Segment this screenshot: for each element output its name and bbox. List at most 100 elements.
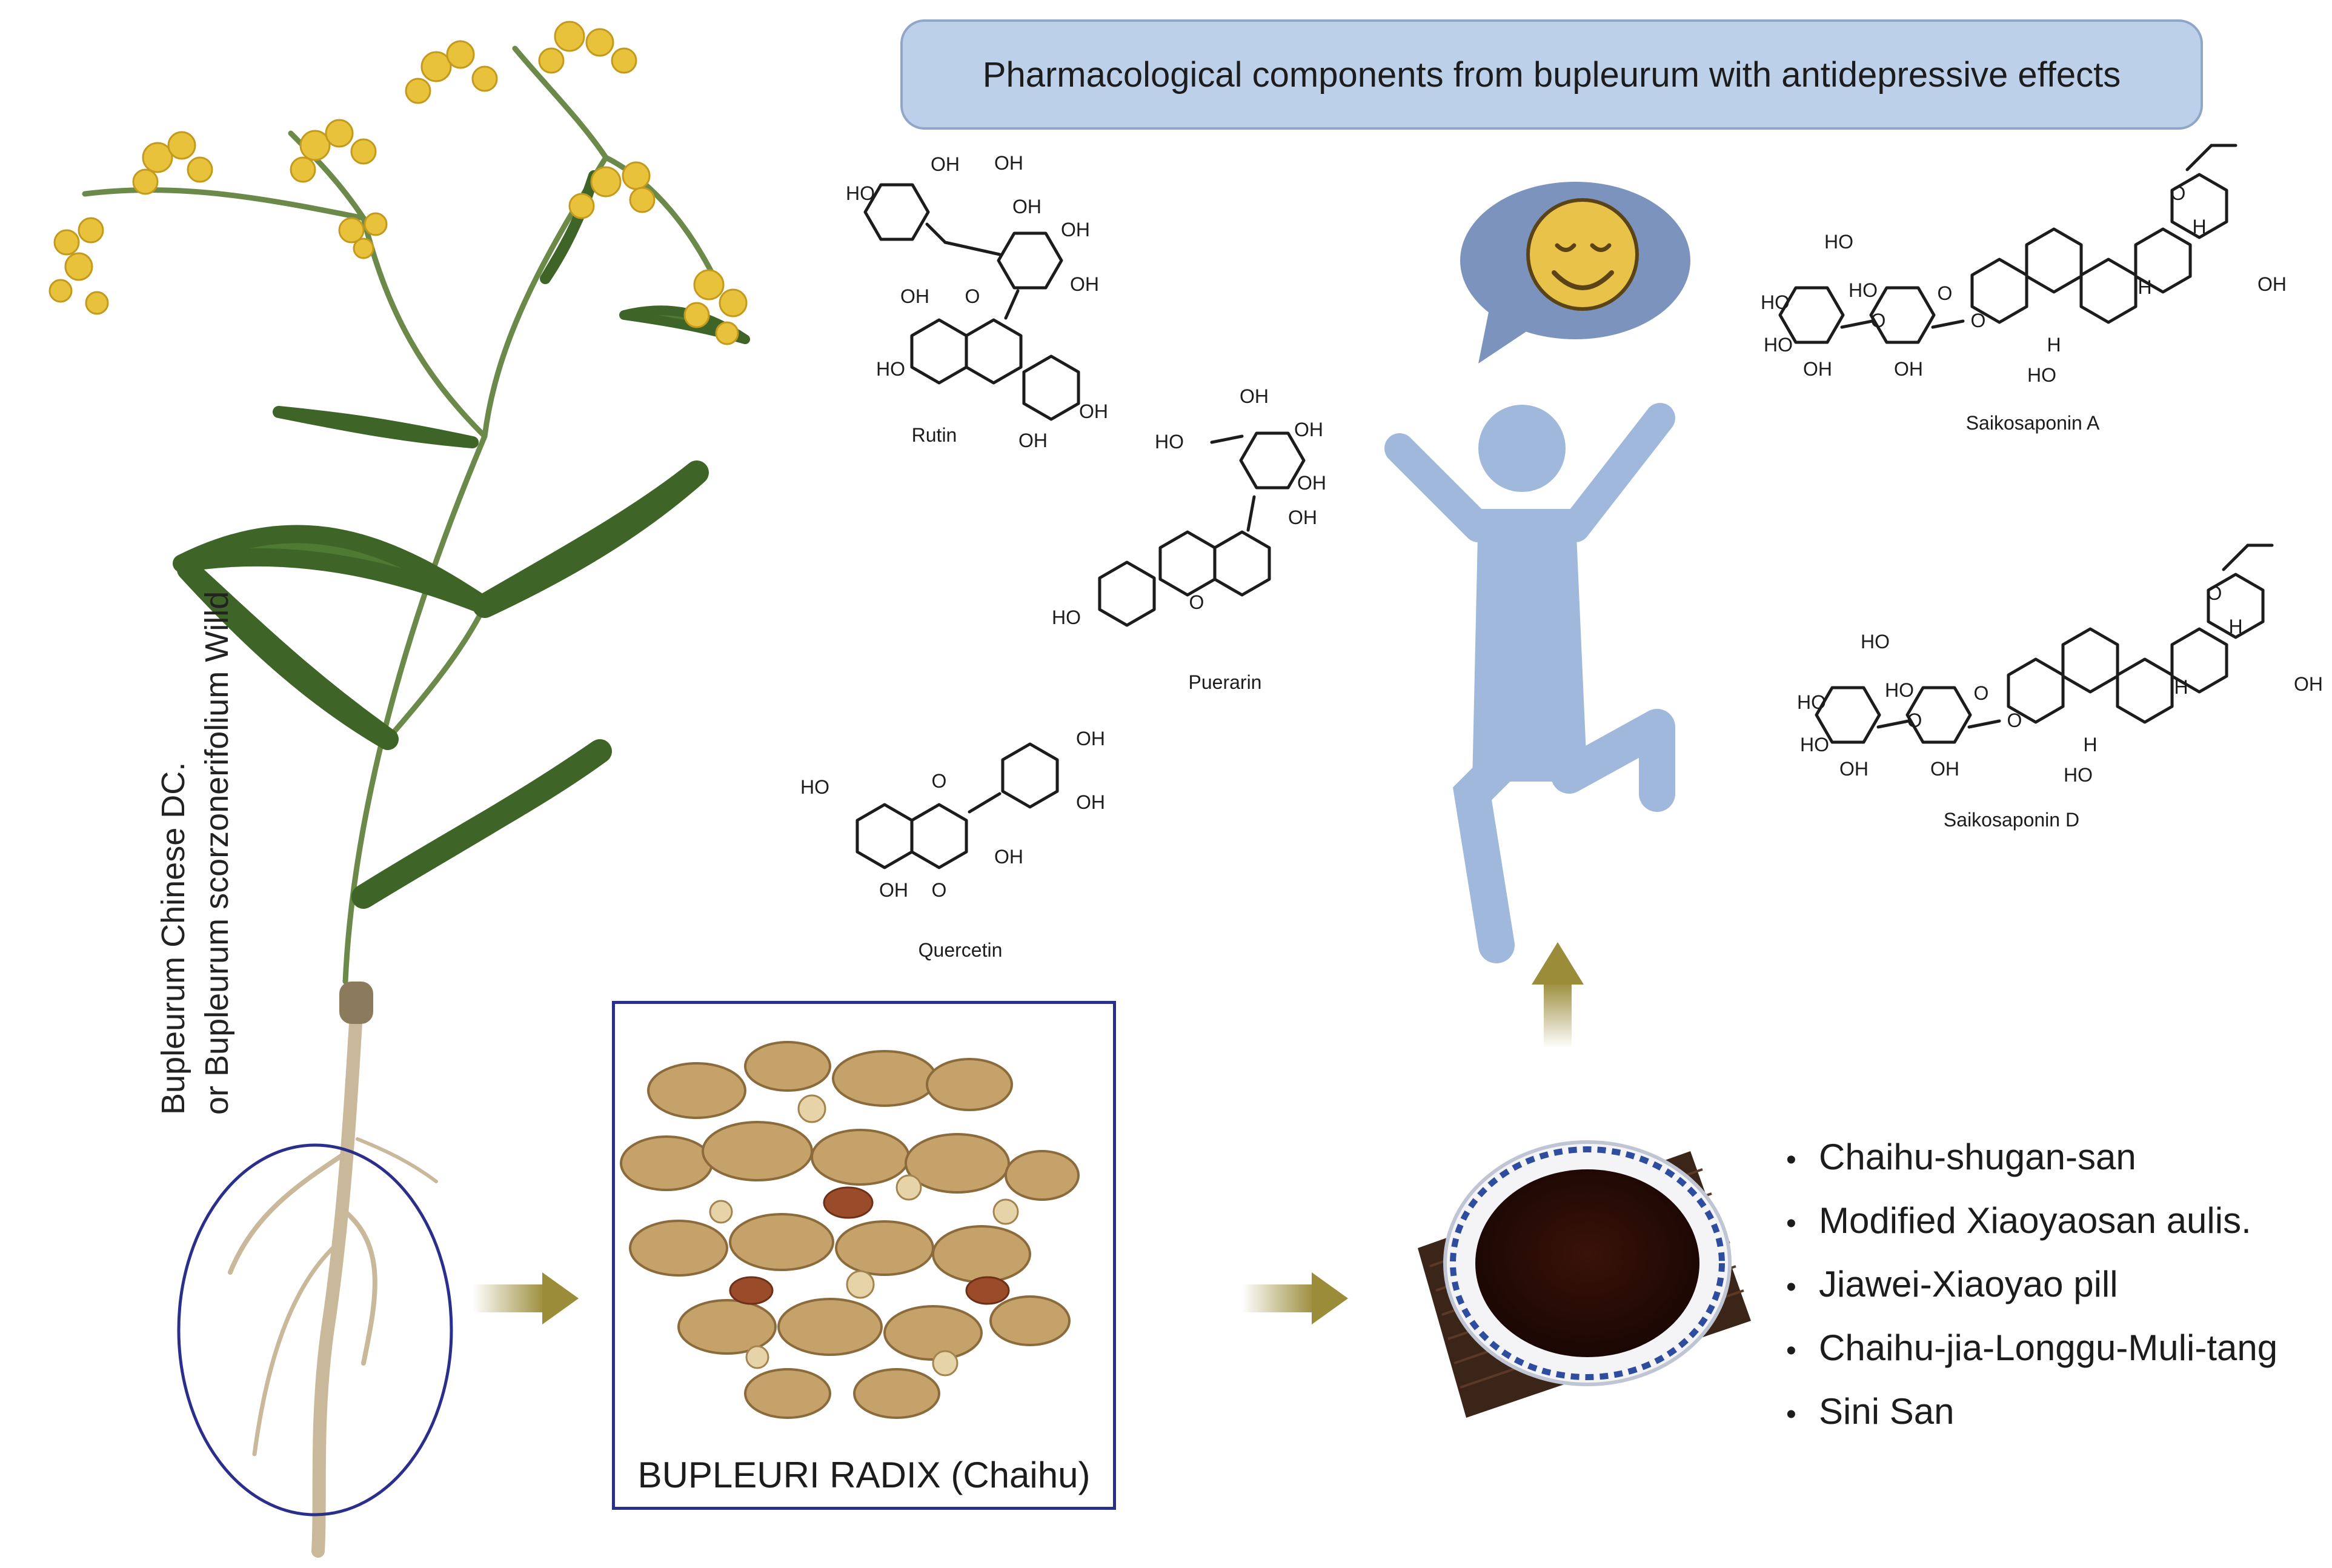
speech-bubble xyxy=(1460,182,1690,364)
bond xyxy=(943,241,1002,256)
branch-stem-mid xyxy=(288,130,367,221)
group-label: HO xyxy=(1764,334,1793,356)
group-label: OH xyxy=(2294,673,2323,695)
group-label: HO xyxy=(1797,691,1826,713)
root-highlight-ellipse xyxy=(177,1143,453,1517)
formula-item: •Chaihu-shugan-san xyxy=(1786,1127,2277,1191)
rootlet-3 xyxy=(252,1240,342,1457)
leaf-4 xyxy=(351,739,612,909)
group-label: HO xyxy=(1052,606,1081,628)
saikosaponin-d-steroid-ring-4 xyxy=(2170,627,2228,694)
group-label: OH xyxy=(1297,472,1326,494)
happy-person xyxy=(1384,403,1675,963)
compound-label-quercetin: Quercetin xyxy=(918,939,1003,961)
formula-name: Chaihu-shugan-san xyxy=(1819,1137,2136,1177)
saikosaponin-d-sugar-2 xyxy=(1905,686,1972,744)
quercetin-ring-b xyxy=(910,803,968,869)
chemical-structures xyxy=(855,144,2274,869)
radix-label: BUPLEURI RADIX (Chaihu) xyxy=(637,1455,1091,1495)
group-label: HO xyxy=(2027,364,2056,386)
person-right-arm xyxy=(1560,403,1675,542)
group-label: OH xyxy=(1240,385,1269,407)
leaf-3 xyxy=(177,559,399,750)
group-label: O xyxy=(1938,282,1953,304)
group-label: H xyxy=(2138,276,2151,298)
formula-name: Modified Xiaoyaosan aulis. xyxy=(1819,1200,2251,1241)
bond xyxy=(2222,543,2250,571)
puerarin-ring-a xyxy=(1158,530,1217,597)
branch-stem-right xyxy=(603,154,718,282)
puerarin-ring-c xyxy=(1098,560,1156,627)
group-label: OH xyxy=(1894,358,1923,380)
group-label: OH xyxy=(879,879,908,901)
person-left-leg xyxy=(1452,751,1515,963)
group-label: HO xyxy=(1861,631,1890,653)
formula-name: Jiawei-Xiaoyao pill xyxy=(1819,1264,2118,1304)
group-label: OH xyxy=(1839,758,1869,780)
bond xyxy=(1246,495,1256,532)
title-text: Pharmacological components from bupleuru… xyxy=(982,55,2121,95)
bond xyxy=(1840,319,1874,329)
group-label: OH xyxy=(2257,273,2287,295)
bond xyxy=(925,222,947,244)
saikosaponin-d-steroid-ring-5 xyxy=(2207,573,2265,639)
group-label: O xyxy=(2007,709,2022,731)
group-label: HO xyxy=(2064,764,2093,786)
group-label: O xyxy=(932,879,947,901)
flower-cluster-3 xyxy=(290,119,377,183)
branch-stem-far-left xyxy=(82,187,367,221)
leaf-7 xyxy=(619,305,750,344)
group-label: H xyxy=(2174,676,2188,698)
smiley-icon xyxy=(1526,198,1639,311)
group-label: OH xyxy=(1930,758,1959,780)
flower-cluster-8 xyxy=(338,212,388,259)
quercetin-ring-c xyxy=(1001,742,1059,809)
group-label: HO xyxy=(846,182,875,204)
quercetin-ring-a xyxy=(855,803,914,869)
group-label: H xyxy=(2083,734,2097,756)
group-label: HO xyxy=(800,776,829,798)
group-label: O xyxy=(1974,682,1989,704)
group-label: O xyxy=(1907,709,1922,731)
group-label: O xyxy=(932,770,947,792)
formula-item: •Chaihu-jia-Longgu-Muli-tang xyxy=(1786,1318,2277,1381)
flower-cluster-6 xyxy=(568,161,656,219)
bullet-icon: • xyxy=(1786,1208,1796,1240)
tea-liquid xyxy=(1475,1169,1699,1357)
group-label: HO xyxy=(1761,291,1790,313)
person-torso xyxy=(1472,509,1587,782)
leaf-1 xyxy=(473,460,709,618)
bond xyxy=(1004,289,1020,320)
compound-label-puerarin: Puerarin xyxy=(1188,671,1262,693)
group-label: O xyxy=(2207,582,2222,604)
saikosaponin-a-steroid-ring-3 xyxy=(2079,257,2138,324)
person-right-leg xyxy=(1551,709,1675,812)
bupleurum-plant xyxy=(48,21,750,1558)
leaf-5 xyxy=(273,406,479,448)
group-label: OH xyxy=(931,153,960,175)
root-crown xyxy=(339,982,373,1024)
branch-stem-left xyxy=(360,215,488,439)
taproot xyxy=(311,987,364,1558)
formula-item: •Sini San xyxy=(1786,1381,2277,1445)
branch-stem-top xyxy=(512,45,609,161)
formula-name: Chaihu-jia-Longgu-Muli-tang xyxy=(1819,1327,2278,1368)
lower-stem xyxy=(385,603,488,742)
species-label: Bupleurum Chinese DC. or Bupleurum scorz… xyxy=(151,591,239,1115)
saikosaponin-a-sugar-2 xyxy=(1869,286,1936,344)
radix-frame xyxy=(612,1001,1116,1510)
group-label: OH xyxy=(1012,196,1041,218)
group-label: HO xyxy=(1885,679,1914,701)
group-label: OH xyxy=(1018,430,1048,451)
puerarin-ring-b xyxy=(1213,530,1271,597)
group-label: OH xyxy=(1079,400,1108,422)
species-line-1: Bupleurum Chinese DC. xyxy=(155,762,191,1115)
group-label: OH xyxy=(1803,358,1832,380)
compound-label-rutin: Rutin xyxy=(911,424,957,446)
group-label: OH xyxy=(1294,419,1323,440)
group-label: OH xyxy=(1061,219,1090,241)
formula-list: •Chaihu-shugan-san • Modified Xiaoyaosan a… xyxy=(1786,1127,2277,1445)
leaf-6 xyxy=(540,170,599,284)
bowl-pattern xyxy=(1450,1146,1725,1380)
group-label: H xyxy=(2228,616,2242,637)
